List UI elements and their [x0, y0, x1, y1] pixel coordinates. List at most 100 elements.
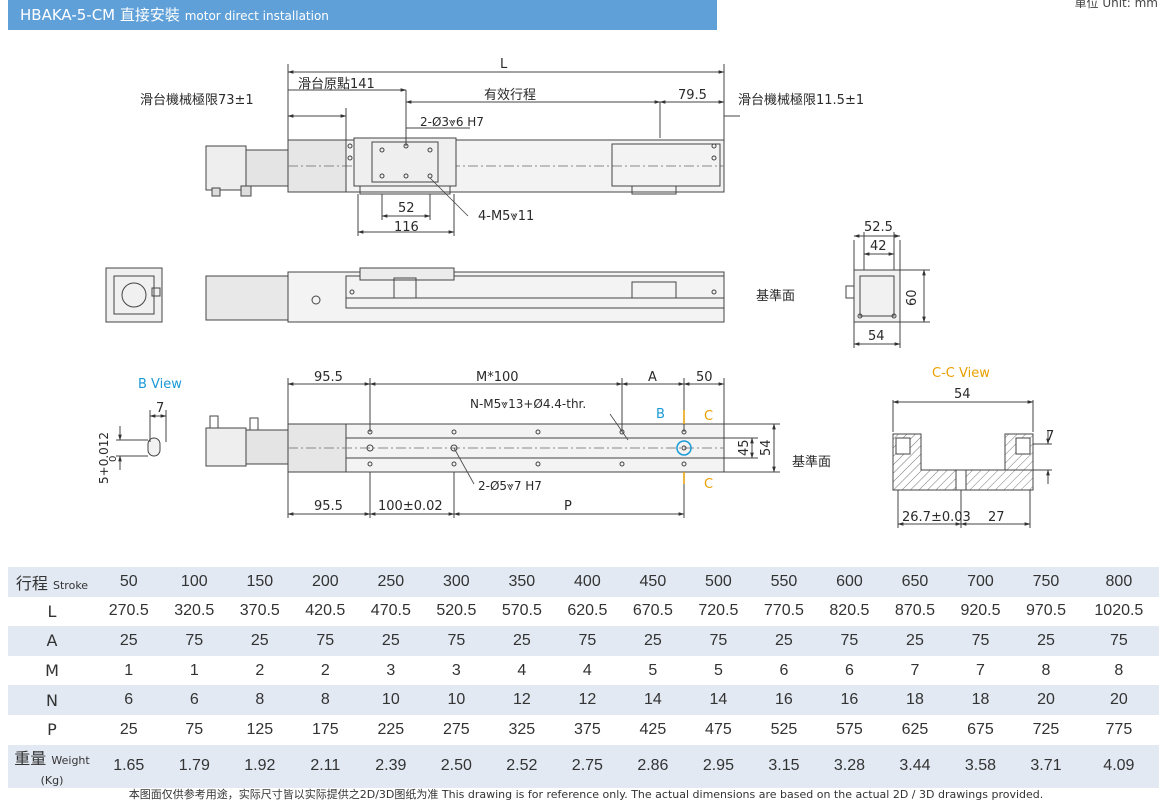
table-cell: 470.5: [358, 596, 424, 627]
model-name: HBAKA-5-CM: [20, 6, 116, 24]
technical-drawing: L 滑台原點141 有效行程 滑台機械極限73±1 79.5 滑台機械極限11.…: [97, 57, 1054, 528]
table-cell: 720.5: [685, 596, 752, 627]
dim-52: 52: [398, 201, 415, 216]
table-cell: 6: [161, 685, 228, 715]
table-cell: 2.75: [554, 744, 621, 788]
dim-60: 60: [905, 289, 920, 306]
row-label-main: M: [45, 661, 59, 681]
label-slider-origin: 滑台原點141: [298, 77, 375, 92]
table-cell: 750: [1013, 567, 1079, 597]
table-cell: 375: [554, 714, 621, 745]
table-cell: 50: [96, 567, 162, 597]
table-cell: 1: [161, 655, 228, 686]
dim-45: 45: [737, 439, 752, 456]
table-cell: 6: [816, 655, 883, 686]
label-limit-left: 滑台機械極限73±1: [140, 92, 254, 108]
row-label-main: 行程: [15, 573, 48, 593]
table-cell: 3.28: [816, 744, 883, 788]
bottom-view-labels: 95.5 M*100 A 50 N-M5⩔13+Ø4.4-thr. B C C …: [314, 370, 831, 514]
table-cell: 650: [882, 567, 948, 597]
marker-b: B: [656, 407, 665, 422]
table-cell: 570.5: [489, 596, 555, 627]
note-pin-holes: 2-Ø3⩔6 H7: [420, 115, 484, 129]
table-cell: 670.5: [620, 596, 686, 627]
section-header: HBAKA-5-CM 直接安裝 motor direct installatio…: [8, 0, 717, 30]
table-cell: 150: [227, 567, 293, 597]
table-cell: 700: [947, 567, 1014, 597]
table-cell: 125: [227, 714, 293, 745]
table-cell: 2.39: [358, 744, 424, 788]
table-cell: 2.11: [292, 744, 359, 788]
dim-52-5: 52.5: [864, 220, 893, 235]
table-cell: 1020.5: [1078, 596, 1159, 627]
table-cell: 75: [947, 626, 1014, 656]
table-cell: 75: [685, 626, 752, 656]
dim-l: L: [500, 57, 508, 72]
table-cell: 425: [620, 714, 686, 745]
row-label-main: L: [47, 601, 57, 621]
cc-view: [892, 400, 1052, 528]
table-cell: 16: [816, 685, 883, 715]
table-cell: 10: [358, 685, 424, 715]
table-cell: 20: [1078, 685, 1159, 715]
dim-79-5: 79.5: [678, 88, 707, 103]
table-cell: 20: [1013, 685, 1079, 715]
row-label-main: P: [47, 720, 57, 740]
table-cell: 3: [423, 655, 490, 686]
table-cell: 25: [489, 626, 555, 656]
table-cell: 6: [96, 685, 162, 715]
table-cell: 75: [423, 626, 490, 656]
table-cell: 450: [620, 567, 686, 597]
table-cell: 475: [685, 714, 752, 745]
table-cell: 275: [423, 714, 490, 745]
table-cell: 200: [292, 567, 359, 597]
table-cell: 75: [816, 626, 883, 656]
table-cell: 8: [1013, 655, 1079, 686]
table-cell: 25: [96, 714, 162, 745]
b-dim-7: 7: [156, 401, 164, 416]
row-label: A: [8, 626, 96, 656]
row-label: 重量 Weight (Kg): [8, 744, 96, 788]
end-view-labels: 52.5 42 60 54 基準面: [756, 220, 920, 344]
title-cn: 直接安裝: [119, 6, 180, 24]
cc-dim-54: 54: [954, 387, 971, 402]
table-cell: 25: [96, 626, 162, 656]
table-cell: 8: [1078, 655, 1159, 686]
dim-p: P: [564, 499, 572, 514]
table-cell: 100: [161, 567, 228, 597]
table-cell: 2.50: [423, 744, 490, 788]
label-limit-right: 滑台機械極限11.5±1: [738, 92, 864, 108]
table-cell: 3.15: [751, 744, 817, 788]
table-cell: 25: [751, 626, 817, 656]
b-view-detail: [116, 410, 167, 470]
table-cell: 3: [358, 655, 424, 686]
row-label: N: [8, 685, 96, 715]
label-effective-stroke: 有效行程: [484, 88, 536, 103]
note-n-threaded-holes: N-M5⩔13+Ø4.4-thr.: [470, 397, 586, 411]
row-label-main: N: [46, 690, 58, 710]
datum-end-view: 基準面: [756, 288, 795, 304]
table-cell: 820.5: [816, 596, 883, 627]
table-cell: 14: [685, 685, 752, 715]
dim-42: 42: [870, 239, 887, 254]
marker-c-bottom: C: [704, 477, 713, 492]
title-en: motor direct installation: [184, 9, 329, 23]
table-cell: 12: [489, 685, 555, 715]
dim-50: 50: [696, 370, 713, 385]
side-view: [105, 267, 725, 323]
dim-a: A: [648, 370, 657, 385]
cc-view-labels: C-C View 54 7 26.7±0.03 27: [902, 366, 1054, 525]
table-cell: 75: [554, 626, 621, 656]
table-cell: 420.5: [292, 596, 359, 627]
table-cell: 370.5: [227, 596, 293, 627]
table-cell: 25: [620, 626, 686, 656]
table-cell: 2.95: [685, 744, 752, 788]
table-cell: 525: [751, 714, 817, 745]
note-tapped-holes: 4-M5⩔11: [478, 209, 534, 224]
table-cell: 2.86: [620, 744, 686, 788]
table-cell: 14: [620, 685, 686, 715]
table-cell: 675: [947, 714, 1014, 745]
